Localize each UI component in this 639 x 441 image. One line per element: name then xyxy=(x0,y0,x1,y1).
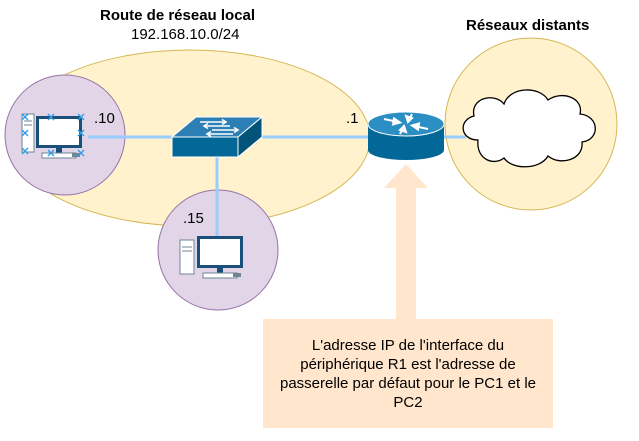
pc2-ip-label: .15 xyxy=(183,210,204,227)
pc1-ip-label: .10 xyxy=(94,110,115,127)
pc1-icon[interactable] xyxy=(21,113,85,159)
pc2-icon[interactable] xyxy=(179,236,243,279)
remote-networks-title: Réseaux distants xyxy=(466,17,590,34)
switch-icon[interactable] xyxy=(170,115,264,159)
cloud-icon xyxy=(462,89,596,168)
gateway-callout: L'adresse IP de l'interface du périphéri… xyxy=(263,319,553,428)
router-ip-label: .1 xyxy=(346,110,359,127)
gateway-arrow xyxy=(384,164,428,319)
gateway-callout-text: L'adresse IP de l'interface du périphéri… xyxy=(280,336,536,411)
lan-title: Route de réseau local xyxy=(100,7,256,24)
selection-handles-icon xyxy=(21,113,85,157)
lan-subnet: 192.168.10.0/24 xyxy=(131,26,240,43)
router-icon[interactable] xyxy=(367,111,445,160)
